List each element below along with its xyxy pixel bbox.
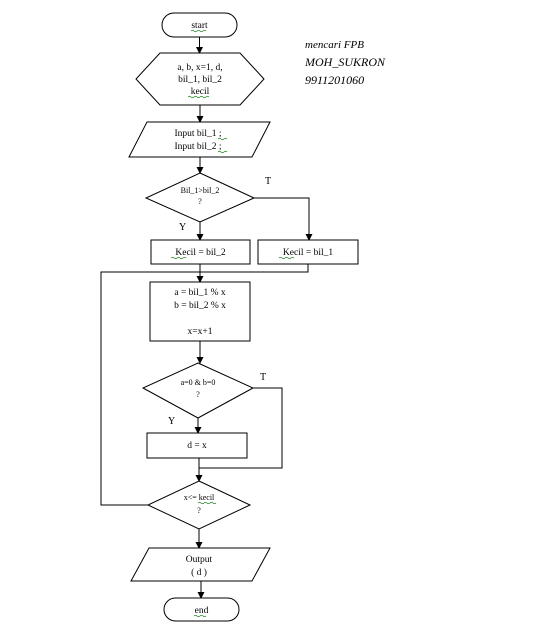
line-kecil1-merge <box>200 264 309 273</box>
init-line-2: bil_1, bil_2 <box>178 75 222 85</box>
process-modulo: a = bil_1 % x b = bil_2 % x x=x+1 <box>149 281 251 342</box>
dec2-line-1: a=0 & b=0 <box>181 378 216 387</box>
end-label: end <box>195 606 209 616</box>
init-line-1: a, b, x=1, d, <box>177 63 222 73</box>
decision-loop: x<= kecil ? <box>146 480 252 530</box>
author-note: mencari FPB MOH_SUKRON 9911201060 <box>304 39 386 87</box>
end-terminator: end <box>163 597 240 622</box>
start-terminator: start <box>161 12 238 38</box>
proc-line-1: a = bil_1 % x <box>174 288 226 298</box>
note-author: MOH_SUKRON <box>304 55 386 69</box>
dec2-no-label: T <box>260 372 266 383</box>
assign-kecil-bil1: Kecil = bil_1 <box>257 239 359 265</box>
assign-kecil-bil2: Kecil = bil_2 <box>150 239 251 265</box>
dec1-yes-label: Y <box>179 222 186 233</box>
init-line-3: kecil <box>191 87 210 97</box>
line-loop-back <box>100 271 200 506</box>
kecil1-label: Kecil = bil_1 <box>283 248 333 258</box>
proc-line-2: b = bil_2 % x <box>174 301 226 311</box>
assign-d: d = x <box>146 432 248 459</box>
dec1-line-1: Bil_1>bil_2 <box>181 186 220 195</box>
arrow-dec1-no <box>254 197 313 241</box>
dec3-line-1: x<= kecil <box>184 493 215 502</box>
dec3-line-2: ? <box>197 506 201 515</box>
note-title: mencari FPB <box>305 39 364 51</box>
input-line-2: Input bil_2 ; <box>175 142 222 152</box>
note-id: 9911201060 <box>305 73 364 87</box>
line-dec2-no <box>199 387 283 469</box>
decision-zero: a=0 & b=0 ? <box>141 362 255 419</box>
dec1-no-label: T <box>265 176 271 187</box>
decision-compare: Bil_1>bil_2 ? <box>144 172 256 223</box>
output-line-2: ( d ) <box>191 567 207 578</box>
input-line-1: Input bil_1 ; <box>175 129 222 139</box>
kecil2-label: Kecil = bil_2 <box>175 248 225 258</box>
output-line-1: Output <box>186 555 213 565</box>
input-parallelogram: Input bil_1 ; Input bil_2 ; <box>128 121 271 158</box>
dec2-yes-label: Y <box>168 416 175 427</box>
output-parallelogram: Output ( d ) <box>130 547 271 582</box>
dec2-line-2: ? <box>196 390 200 399</box>
init-hexagon: a, b, x=1, d, bil_1, bil_2 kecil <box>135 52 265 106</box>
assign-d-label: d = x <box>187 441 207 451</box>
dec1-line-2: ? <box>198 197 202 206</box>
proc-line-3: x=x+1 <box>188 327 213 337</box>
start-label: start <box>191 21 208 31</box>
